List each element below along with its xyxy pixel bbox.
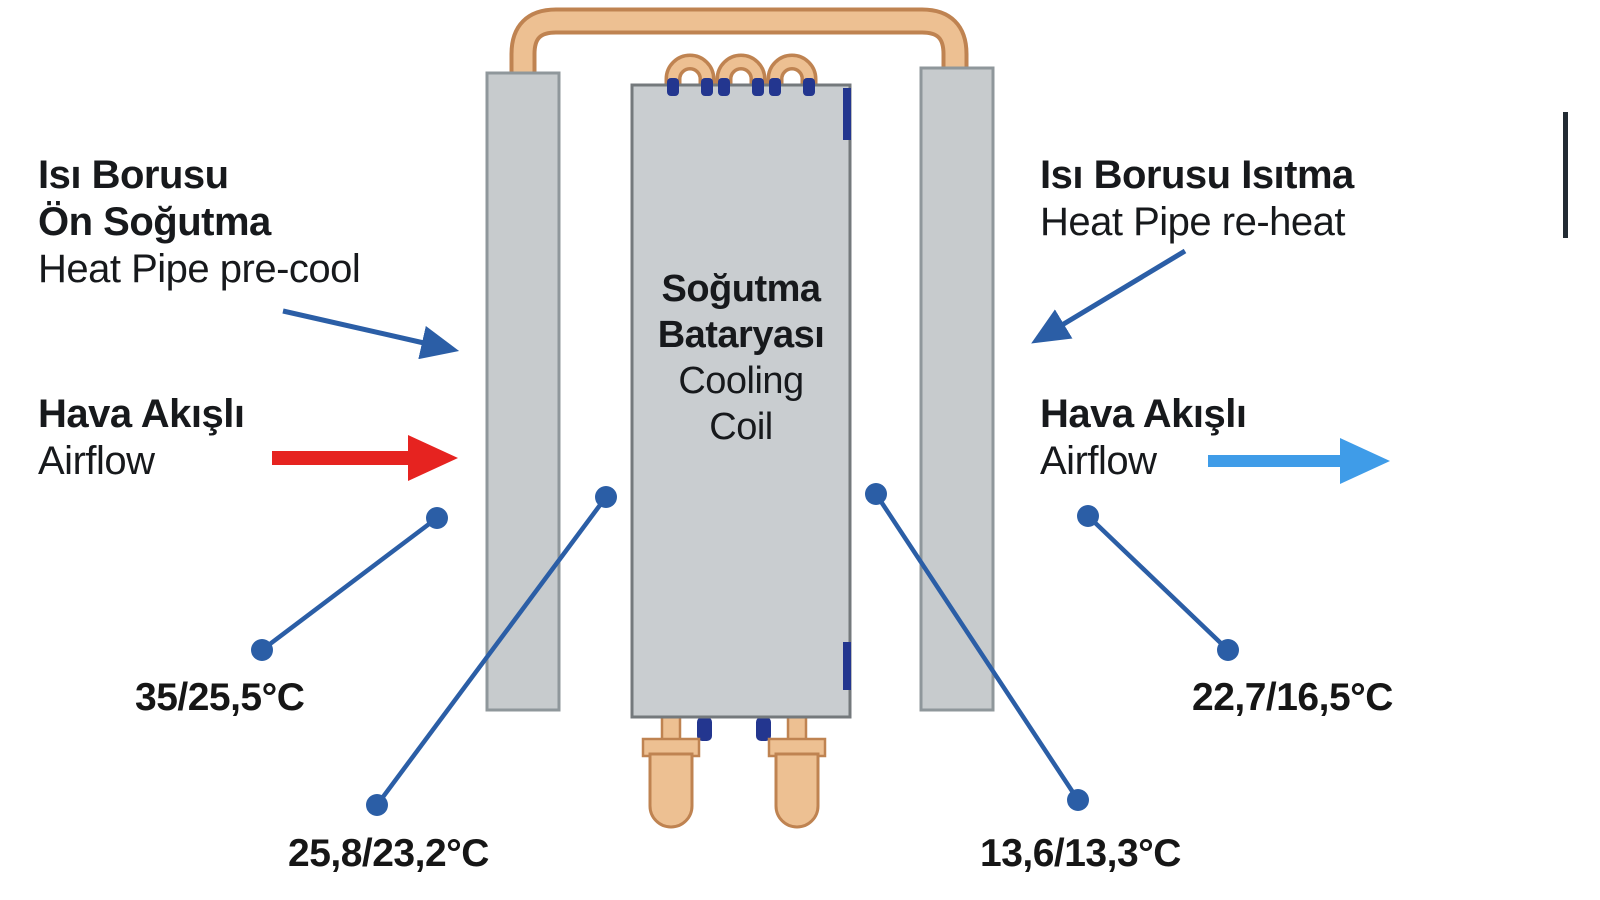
cooling-coil-body: [630, 83, 852, 719]
u-bend-blue-cap: [769, 78, 781, 96]
temp-callout-after-precool: [366, 486, 617, 816]
precool-label-tr-line1: Isı Borusu: [38, 153, 229, 197]
u-bend-blue-cap: [667, 78, 679, 96]
coil-u-bend-icon: [770, 57, 814, 98]
precool-pointer-arrow: [282, 308, 460, 360]
temp-after-coil: 13,6/13,3°C: [980, 832, 1181, 875]
airflow-out-label: Hava Akışlı Airflow: [1040, 391, 1247, 485]
u-bend-blue-cap: [718, 78, 730, 96]
temp-callout-after-coil: [865, 483, 1089, 811]
u-bend-blue-cap: [752, 78, 764, 96]
precool-label: Isı Borusu Ön Soğutma Heat Pipe pre-cool: [38, 152, 361, 293]
coil-label-tr-line1: Soğutma: [661, 268, 821, 310]
precool-label-tr-line2: Ön Soğutma: [38, 200, 271, 244]
temp-after-precool: 25,8/23,2°C: [288, 832, 489, 875]
temp-outlet: 22,7/16,5°C: [1192, 676, 1393, 719]
coil-label-tr-line2: Bataryası: [657, 314, 825, 356]
precool-label-en: Heat Pipe pre-cool: [38, 247, 361, 291]
airflow-in-label: Hava Akışlı Airflow: [38, 391, 245, 485]
airflow-out-label-en: Airflow: [1040, 439, 1157, 483]
right-edge-artifact: [1563, 112, 1568, 238]
right-heat-pipe-slab: [919, 66, 995, 712]
temp-inlet: 35/25,5°C: [135, 676, 305, 719]
coil-u-bend-icon: [719, 57, 763, 98]
u-bend-blue-cap: [803, 78, 815, 96]
temp-callout-inlet: [251, 507, 448, 661]
coil-label-en-line1: Cooling: [678, 360, 804, 402]
bottom-header-tank: [774, 752, 820, 829]
reheat-label-en: Heat Pipe re-heat: [1040, 200, 1346, 244]
coil-label-en-line2: Coil: [709, 406, 773, 448]
heat-pipe-top-loop: [513, 11, 965, 85]
heat-pipe-top-loop-outline: [509, 7, 969, 85]
coil-bottom-blue-cap: [756, 717, 771, 741]
coil-accent-top: [843, 88, 851, 140]
coil-bottom-blue-cap: [697, 717, 712, 741]
airflow-in-label-en: Airflow: [38, 439, 155, 483]
reheat-label-tr: Isı Borusu Isıtma: [1040, 153, 1354, 197]
bottom-header-tank: [648, 752, 694, 829]
reheat-label: Isı Borusu Isıtma Heat Pipe re-heat: [1040, 152, 1354, 246]
reheat-pointer-arrow: [1031, 248, 1187, 344]
u-bend-blue-cap: [701, 78, 713, 96]
left-heat-pipe-slab: [485, 71, 561, 712]
coil-accent-bottom: [843, 642, 851, 690]
airflow-out-label-tr: Hava Akışlı: [1040, 392, 1247, 436]
cooling-coil-label: Soğutma Bataryası Cooling Coil: [632, 266, 850, 450]
temp-callout-outlet: [1077, 505, 1239, 661]
coil-u-bend-icon: [668, 57, 712, 98]
airflow-in-label-tr: Hava Akışlı: [38, 392, 245, 436]
